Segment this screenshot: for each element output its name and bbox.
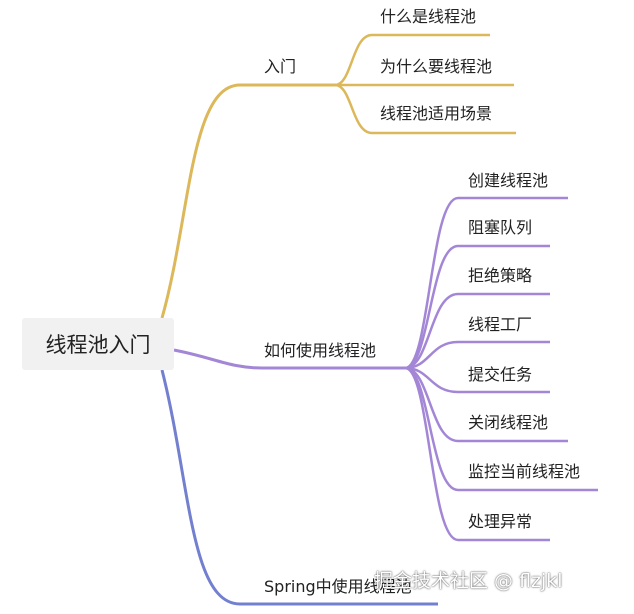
usage-child-reject-policy[interactable]: 拒绝策略 — [468, 266, 533, 285]
intro-child-use-cases[interactable]: 线程池适用场景 — [380, 104, 493, 123]
edge-usage-child-2 — [404, 292, 550, 370]
usage-child-submit-task[interactable]: 提交任务 — [468, 365, 533, 384]
usage-child-shutdown[interactable]: 关闭线程池 — [468, 413, 549, 432]
branch-usage[interactable]: 如何使用线程池 — [264, 341, 377, 360]
edge-root-intro — [160, 83, 335, 319]
usage-child-monitor[interactable]: 监控当前线程池 — [468, 462, 581, 481]
edge-intro-child-2 — [334, 83, 516, 135]
branch-intro[interactable]: 入门 — [264, 57, 297, 76]
usage-child-thread-factory[interactable]: 线程工厂 — [468, 315, 533, 334]
edge-root-spring — [160, 369, 438, 606]
edge-usage-child-3 — [404, 340, 550, 370]
usage-child-exception[interactable]: 处理异常 — [468, 512, 533, 531]
edge-usage-child-7 — [404, 366, 550, 542]
edge-root-usage — [173, 348, 405, 370]
root-node[interactable]: 线程池入门 — [22, 318, 174, 370]
usage-child-blocking-queue[interactable]: 阻塞队列 — [468, 218, 533, 237]
usage-child-create[interactable]: 创建线程池 — [468, 171, 549, 190]
intro-child-what-is-thread-pool[interactable]: 什么是线程池 — [380, 7, 477, 26]
watermark: 掘金技术社区 @ flzjkl — [374, 570, 563, 592]
root-node-label: 线程池入门 — [45, 333, 151, 357]
branch-spring[interactable]: Spring中使用线程池 — [264, 577, 412, 596]
edge-usage-child-1 — [404, 244, 550, 370]
edge-usage-child-4 — [404, 366, 550, 394]
edge-intro-child-0 — [334, 33, 490, 87]
intro-child-why-thread-pool[interactable]: 为什么要线程池 — [380, 57, 493, 76]
